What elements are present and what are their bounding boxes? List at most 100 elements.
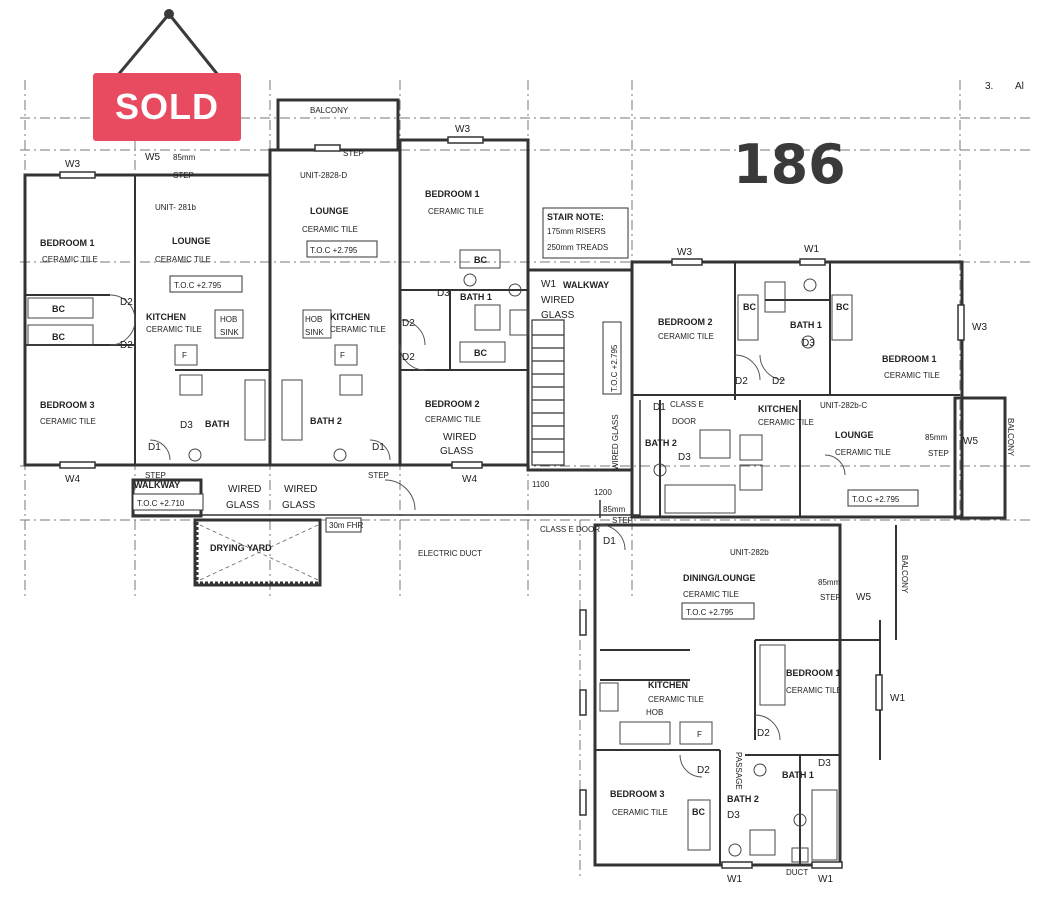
room-bedroom2-c: BEDROOM 2 — [658, 317, 713, 327]
door-d3-a: D3 — [180, 420, 193, 431]
glass-label-walk-1: GLASS — [226, 500, 260, 511]
wired-glass-vertical: WIRED GLASS — [611, 414, 620, 470]
drying-yard-label: DRYING YARD — [210, 543, 272, 553]
door-d1-b: D1 — [372, 442, 385, 453]
room-bath1-c: BATH 1 — [790, 320, 822, 330]
grid-marker-a: Al — [1015, 81, 1024, 92]
level-toc-d: T.O.C +2.795 — [686, 608, 734, 617]
fixture-bc-a2: BC — [52, 332, 65, 342]
step-height-d: 85mm — [818, 578, 841, 587]
door-d3-c: D3 — [802, 338, 815, 349]
step-label-d: STEP — [820, 593, 841, 602]
room-lounge-a: LOUNGE — [172, 236, 211, 246]
stair-note-title: STAIR NOTE: — [547, 212, 604, 222]
window-w1-stair: W1 — [541, 279, 556, 290]
door-d3-b: D3 — [437, 288, 450, 299]
door-d2-b1: D2 — [402, 318, 415, 329]
room-bath1-b: BATH 1 — [460, 292, 492, 302]
room-kitchen-b: KITCHEN — [330, 312, 370, 322]
room-bedroom3-a: BEDROOM 3 — [40, 400, 95, 410]
room-finish-c-kitchen: CERAMIC TILE — [758, 418, 814, 427]
room-kitchen-d: KITCHEN — [648, 680, 688, 690]
level-toc-walkway: T.O.C +2.710 — [137, 499, 185, 508]
stair-note-risers: 175mm RISERS — [547, 227, 606, 236]
room-finish-b-lounge: CERAMIC TILE — [302, 225, 358, 234]
class-e-label-c: CLASS E — [670, 400, 704, 409]
room-bath-a: BATH — [205, 419, 229, 429]
sold-sign: SOLD — [90, 5, 250, 145]
balcony-label-d: BALCONY — [900, 555, 909, 594]
duct-label-d: DUCT — [786, 868, 808, 877]
fixture-hob-b: HOB — [305, 315, 322, 324]
unit-label-282c: UNIT-282b-C — [820, 401, 867, 410]
window-w3-b: W3 — [455, 124, 470, 135]
level-toc-a: T.O.C +2.795 — [174, 281, 222, 290]
door-d1-d: D1 — [603, 536, 616, 547]
fixtures — [27, 249, 853, 863]
fire-hose-reel: 30m FHR — [329, 521, 363, 530]
door-d2-d2: D2 — [697, 765, 710, 776]
window-w5-c: W5 — [963, 436, 978, 447]
fixture-hob-a: HOB — [220, 315, 237, 324]
door-d2-a2: D2 — [120, 340, 133, 351]
level-toc-vertical: T.O.C +2.795 — [610, 344, 619, 392]
wired-label-b: WIRED — [443, 432, 476, 443]
unit-label-2828: UNIT-2828-D — [300, 171, 347, 180]
fixture-fridge-b: F — [340, 351, 345, 360]
room-finish-d-kitchen: CERAMIC TILE — [648, 695, 704, 704]
wired-label-walk-1: WIRED — [228, 484, 261, 495]
room-finish-a1: CERAMIC TILE — [42, 255, 98, 264]
sold-badge: SOLD — [93, 73, 241, 141]
door-d2-c2: D2 — [772, 376, 785, 387]
room-dining-d: DINING/LOUNGE — [683, 573, 756, 583]
fixture-bc-c2: BC — [836, 302, 849, 312]
fixture-sink-b: SINK — [305, 328, 324, 337]
room-bedroom2-b: BEDROOM 2 — [425, 399, 480, 409]
room-finish-c2: CERAMIC TILE — [658, 332, 714, 341]
room-bedroom1-d: BEDROOM 1 — [786, 668, 841, 678]
door-label-c: DOOR — [672, 417, 696, 426]
step-label-walk: STEP — [612, 516, 633, 525]
room-finish-d3: CERAMIC TILE — [612, 808, 668, 817]
room-lounge-b: LOUNGE — [310, 206, 349, 216]
fixture-fridge-a: F — [182, 351, 187, 360]
step-label-walk-a: STEP — [145, 471, 166, 480]
window-w3-a: W3 — [65, 159, 80, 170]
window-w5-a: W5 — [145, 152, 160, 163]
window-w3-c: W3 — [677, 247, 692, 258]
step-label-c: STEP — [928, 449, 949, 458]
fixture-bc-d: BC — [692, 807, 705, 817]
step-label-a: STEP — [173, 171, 194, 180]
room-finish-d-dining: CERAMIC TILE — [683, 590, 739, 599]
room-bedroom1-b: BEDROOM 1 — [425, 189, 480, 199]
door-d2-b2: D2 — [402, 352, 415, 363]
label-boxes — [132, 207, 919, 620]
room-kitchen-c: KITCHEN — [758, 404, 798, 414]
room-kitchen-a: KITCHEN — [146, 312, 186, 322]
door-d1-c: D1 — [653, 402, 666, 413]
fixture-fridge-d: F — [697, 730, 702, 739]
room-bedroom1-a: BEDROOM 1 — [40, 238, 95, 248]
door-d3-c2: D3 — [678, 452, 691, 463]
room-lounge-c: LOUNGE — [835, 430, 874, 440]
grid-marker-3: 3. — [985, 81, 993, 92]
window-w1-d2: W1 — [727, 874, 742, 885]
door-d3-d1: D3 — [818, 758, 831, 769]
room-finish-b1: CERAMIC TILE — [428, 207, 484, 216]
fixture-hob-d: HOB — [646, 708, 663, 717]
window-w4-a: W4 — [65, 474, 80, 485]
fixture-bc-b2: BC — [474, 348, 487, 358]
door-d3-d2: D3 — [727, 810, 740, 821]
room-bath2-b: BATH 2 — [310, 416, 342, 426]
electric-duct-label: ELECTRIC DUCT — [418, 549, 482, 558]
room-finish-b2: CERAMIC TILE — [425, 415, 481, 424]
glass-label-b: GLASS — [440, 446, 474, 457]
step-height-walk: 85mm — [603, 505, 626, 514]
walkway-label-stair: WALKWAY — [563, 280, 609, 290]
wired-label-stair: WIRED — [541, 295, 574, 306]
stair-note-treads: 250mm TREADS — [547, 243, 608, 252]
dimension-1200: 1200 — [594, 488, 612, 497]
step-height-a: 85mm — [173, 153, 196, 162]
door-swings — [109, 294, 846, 778]
